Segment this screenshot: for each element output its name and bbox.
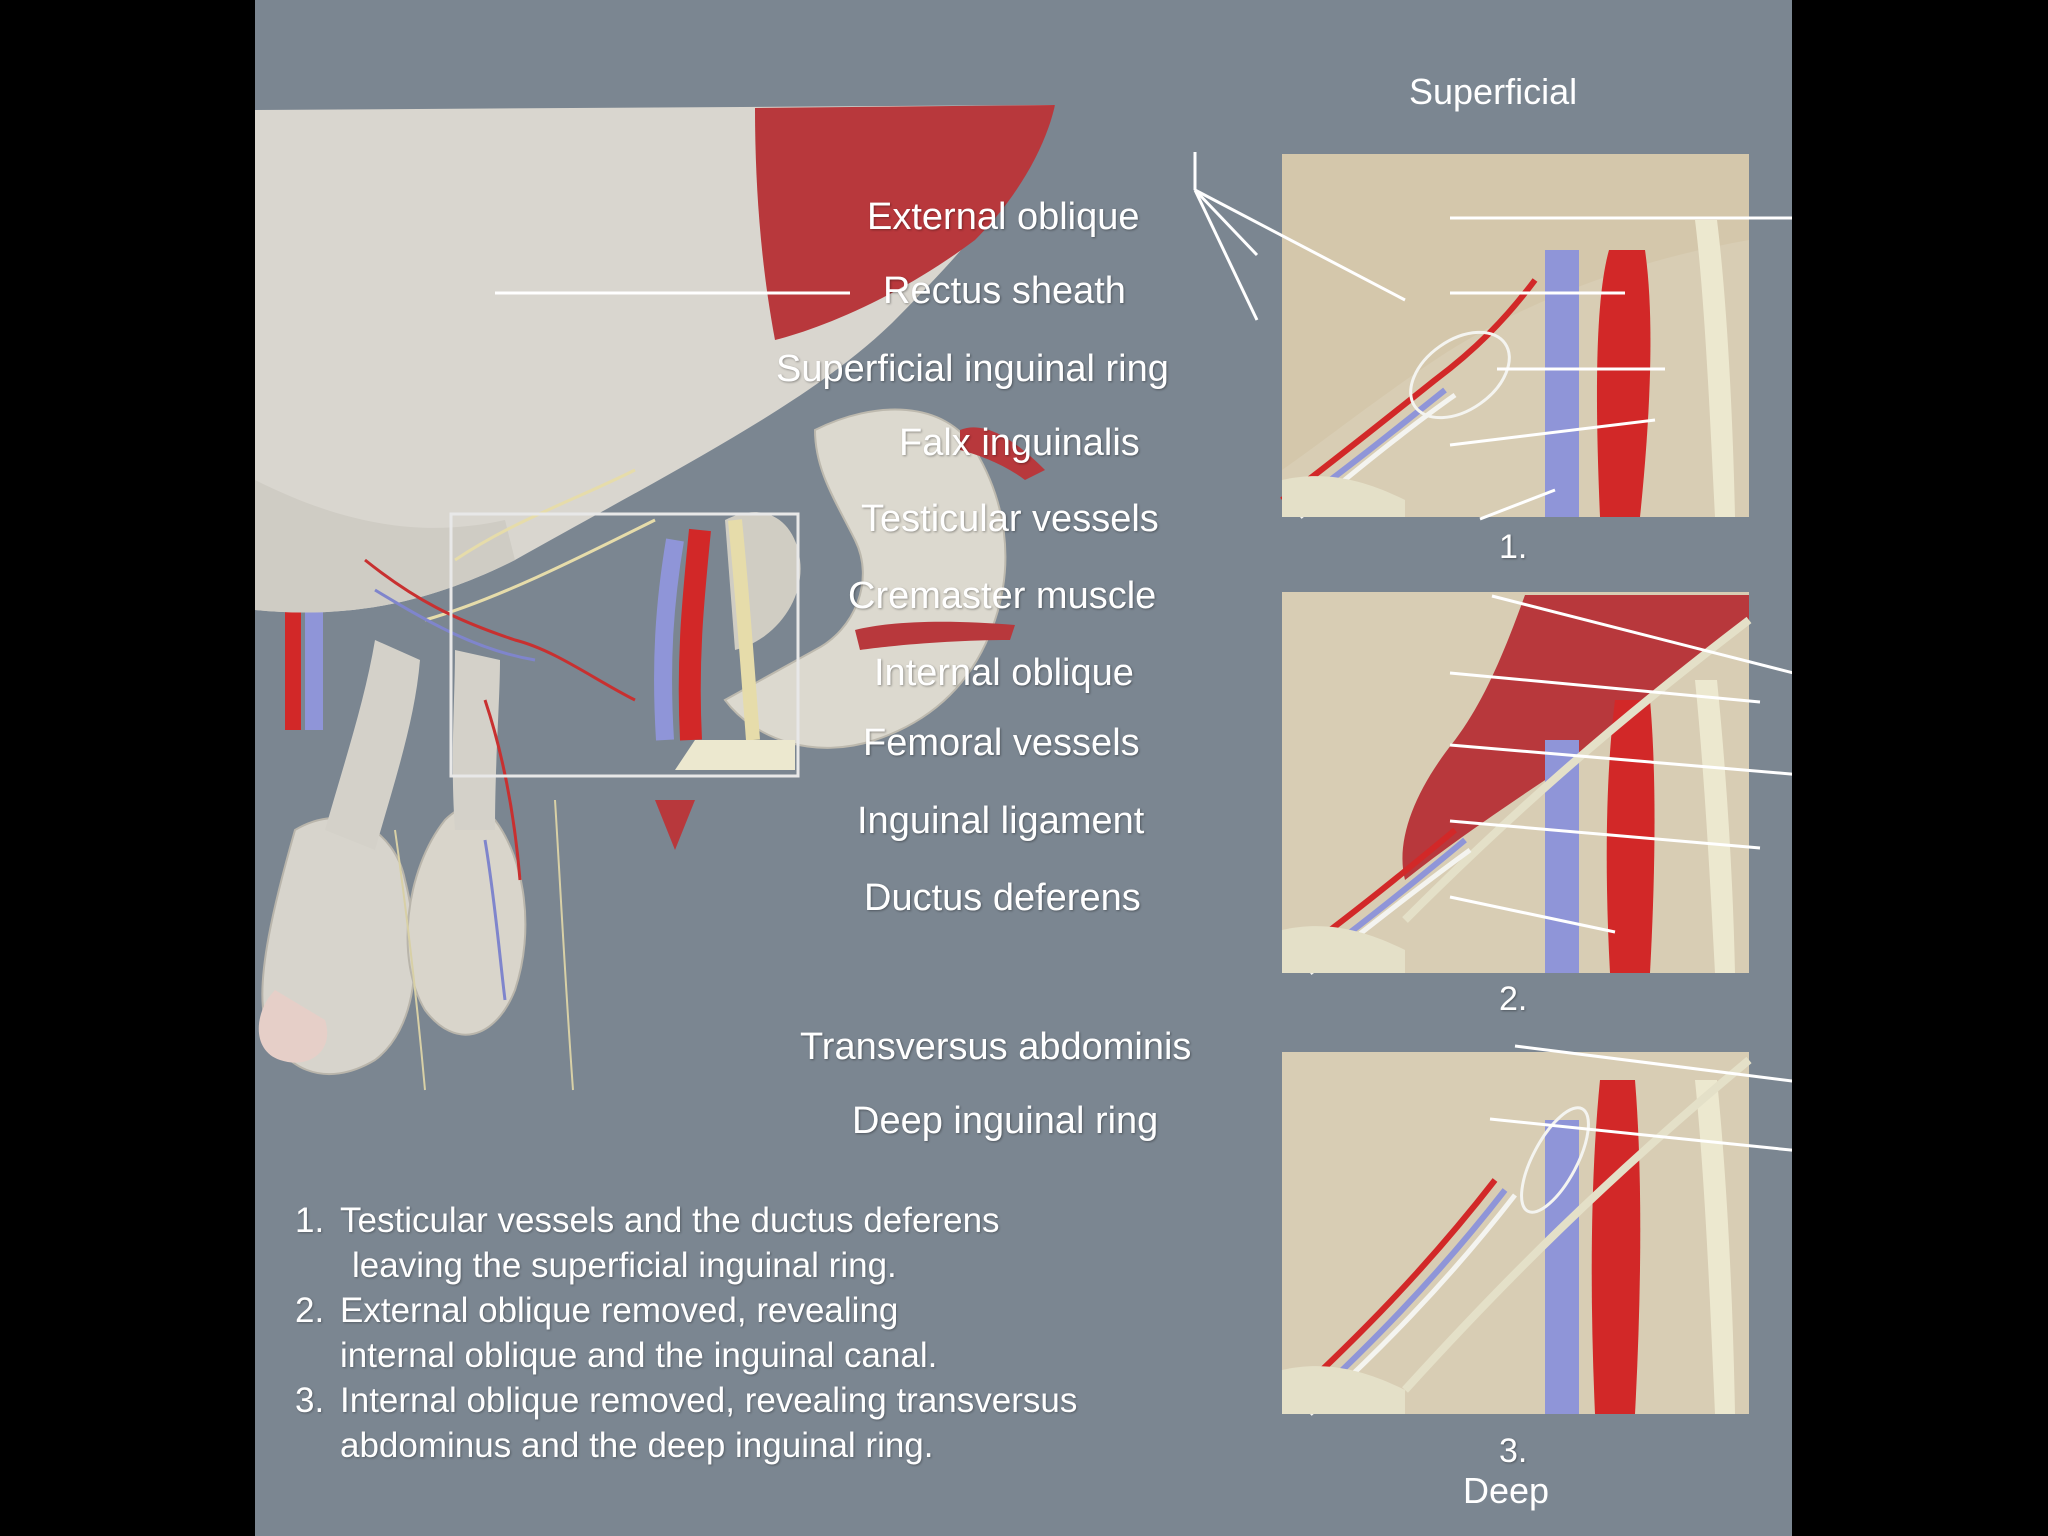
note-number: 1. <box>295 1201 325 1240</box>
superficial-label: Superficial <box>1409 71 1578 112</box>
note-item: 3. Internal oblique removed, revealing t… <box>295 1378 1077 1468</box>
note-line: Internal oblique removed, revealing tran… <box>340 1381 1078 1420</box>
note-line: External oblique removed, revealing <box>340 1291 899 1330</box>
label-femoral-vessels: Femoral vessels <box>863 722 1140 764</box>
main-anatomy-view <box>255 105 1055 1091</box>
leader-lines <box>495 152 1792 1152</box>
panel-1-image <box>1280 154 1749 519</box>
label-inguinal-ligament: Inguinal ligament <box>857 800 1145 842</box>
label-ductus-deferens: Ductus deferens <box>864 877 1141 919</box>
note-line: internal oblique and the inguinal canal. <box>340 1336 938 1375</box>
label-cremaster-muscle: Cremaster muscle <box>848 575 1157 617</box>
panel-3-number: 3. <box>1499 1432 1528 1470</box>
note-number: 2. <box>295 1291 325 1330</box>
note-line: leaving the superficial inguinal ring. <box>352 1246 897 1285</box>
slide: Superficial Deep 1. 2. 3. External obliq… <box>255 0 1792 1536</box>
label-rectus-sheath: Rectus sheath <box>883 270 1126 312</box>
deep-label: Deep <box>1463 1470 1550 1511</box>
label-deep-inguinal-ring: Deep inguinal ring <box>852 1100 1159 1142</box>
zoom-region-box <box>449 512 800 778</box>
note-item: 1. Testicular vessels and the ductus def… <box>295 1198 1077 1288</box>
label-testicular-vessels: Testicular vessels <box>861 498 1159 540</box>
panel-3-image <box>1282 1052 1752 1416</box>
label-external-oblique: External oblique <box>867 196 1140 238</box>
label-superficial-inguinal-ring: Superficial inguinal ring <box>776 348 1169 390</box>
note-number: 3. <box>295 1381 325 1420</box>
panel-1-number: 1. <box>1499 528 1528 566</box>
label-internal-oblique: Internal oblique <box>874 652 1134 694</box>
note-line: abdominus and the deep inguinal ring. <box>340 1426 934 1465</box>
note-line: Testicular vessels and the ductus defere… <box>340 1201 1000 1240</box>
label-transversus-abdominis: Transversus abdominis <box>800 1026 1192 1068</box>
figure-notes: 1. Testicular vessels and the ductus def… <box>295 1198 1077 1468</box>
anatomy-illustration <box>255 105 1792 1416</box>
panel-2-image <box>1282 592 1752 975</box>
panel-2-number: 2. <box>1499 980 1528 1018</box>
note-item: 2. External oblique removed, revealing i… <box>295 1288 1077 1378</box>
label-falx-inguinalis: Falx inguinalis <box>899 422 1140 464</box>
